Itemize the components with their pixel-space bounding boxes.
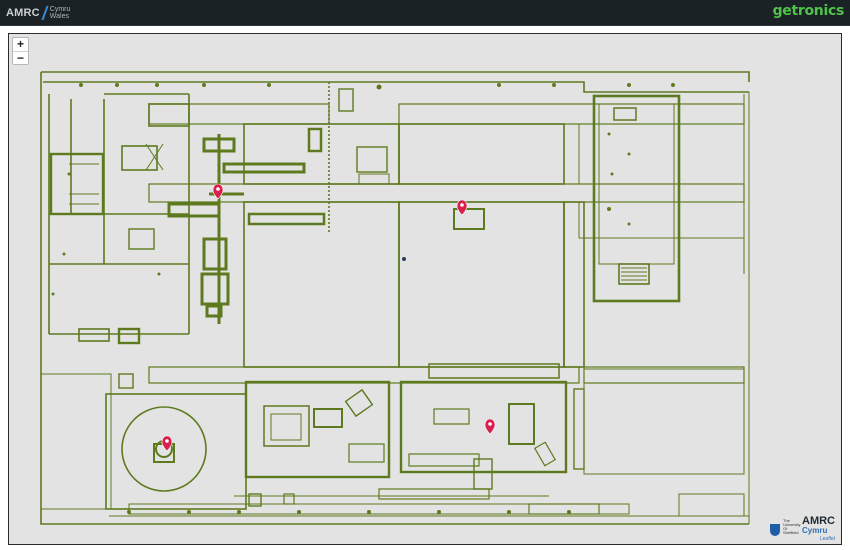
university-name: The University Of Sheffield	[783, 518, 801, 535]
getronics-logo[interactable]: getronics	[772, 3, 845, 19]
cymru-badge-text: Cymru	[802, 526, 828, 535]
leaflet-attribution-link[interactable]: Leaflet	[819, 536, 835, 542]
zoom-control: + −	[12, 37, 29, 65]
amrc-cymru-badge: AMRC Cymru Leaflet	[802, 515, 835, 543]
location-marker[interactable]	[212, 183, 224, 200]
logo-slash	[41, 6, 49, 20]
amrc-cymru-wales-logo[interactable]: AMRC Cymru Wales	[6, 4, 70, 22]
zoom-in-button[interactable]: +	[16, 37, 24, 51]
university-shield-icon	[770, 524, 780, 536]
logo-subtitle-cymru: Cymru	[49, 6, 71, 13]
floor-plan-map[interactable]: + −	[8, 33, 842, 545]
location-marker[interactable]	[484, 418, 496, 435]
zoom-out-button[interactable]: −	[13, 51, 28, 64]
university-amrc-logo[interactable]: The University Of Sheffield AMRC Cymru L…	[770, 516, 835, 542]
amrc-badge-text: AMRC	[802, 515, 835, 527]
floor-plan-drawing	[40, 71, 750, 525]
header-bar: AMRC Cymru Wales getronics	[0, 0, 850, 26]
location-marker[interactable]	[161, 435, 173, 452]
logo-subtitle: Cymru Wales	[50, 6, 71, 20]
location-marker[interactable]	[456, 199, 468, 216]
amrc-logo-text: AMRC	[6, 7, 40, 19]
logo-subtitle-wales: Wales	[49, 13, 69, 20]
